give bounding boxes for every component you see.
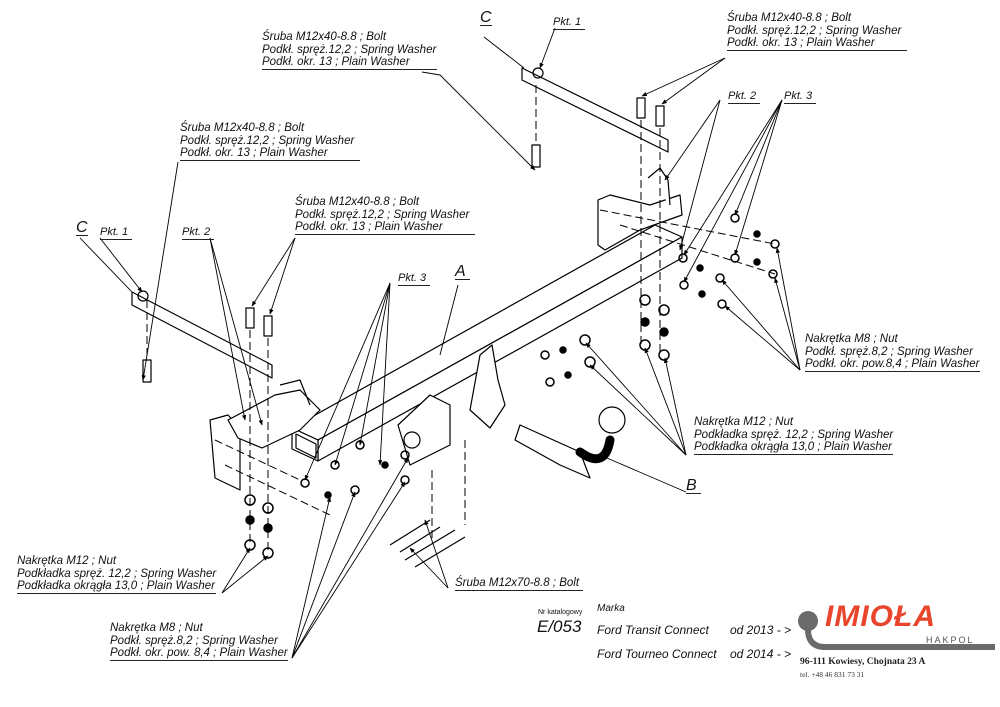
tow-hook-logo-icon [798, 611, 995, 650]
callout-line: Śruba M12x40-8.8 ; Bolt [180, 122, 305, 134]
callout-nut-m12-left: Nakrętka M12 ; Nut Podkładka spręż. 12,2… [17, 555, 217, 594]
callout-bolt-top-center: Śruba M12x40-8.8 ; Bolt Podkł. spręż.12,… [262, 31, 437, 70]
callout-line: Nakrętka M8 ; Nut [110, 622, 203, 634]
catalog-number-label: Nr katalogowy [538, 609, 583, 616]
make-label: Marka [597, 603, 625, 614]
callout-line: Podkł. spręż.8,2 ; Spring Washer [805, 345, 973, 358]
callout-bolt-m12x70: Śruba M12x70-8.8 ; Bolt [455, 577, 584, 591]
hook-mount-plate [469, 344, 506, 429]
callout-line: Podkł. spręż.12,2 ; Spring Washer [727, 24, 902, 37]
company-phone: tel. +48 46 831 73 31 [800, 670, 865, 679]
callout-nut-m12-right: Nakrętka M12 ; Nut Podkładka spręż. 12,2… [694, 416, 894, 455]
callout-nut-m8-left: Nakrętka M8 ; Nut Podkł. spręż.8,2 ; Spr… [110, 622, 288, 661]
leader-lines [79, 27, 801, 659]
catalog-number: E/053 [537, 617, 582, 636]
assembly-lines [146, 85, 776, 553]
callout-bolt-top-right: Śruba M12x40-8.8 ; Bolt Podkł. spręż.12,… [727, 12, 907, 51]
brand-name: IMIOŁA [825, 600, 936, 633]
vehicle-year-2: od 2014 - > [730, 647, 792, 661]
callout-line: Podkładka spręż. 12,2 ; Spring Washer [694, 428, 894, 441]
left-bracket [209, 379, 321, 491]
callout-bolt-mid: Śruba M12x40-8.8 ; Bolt Podkł. spręż.12,… [295, 196, 475, 235]
callout-line: Podkł. spręż.8,2 ; Spring Washer [110, 634, 278, 647]
point-label-pkt1-left: Pkt. 1 [100, 226, 133, 240]
callout-line: Śruba M12x40-8.8 ; Bolt [295, 196, 420, 208]
callout-line: Podkł. okr. 13 ; Plain Washer [180, 147, 360, 161]
vehicle-model-2: Ford Tourneo Connect [597, 647, 717, 661]
company-address: 96-111 Kowiesy, Chojnata 23 A [800, 657, 926, 667]
bolts [142, 97, 665, 568]
callout-line: Nakrętka M8 ; Nut [805, 333, 898, 345]
part-label-c-top: C [480, 9, 492, 26]
callout-line: Podkł. spręż.12,2 ; Spring Washer [180, 134, 355, 147]
callout-line: Podkł. okr. 13 ; Plain Washer [295, 221, 475, 235]
callout-line: Podkł. okr. 13 ; Plain Washer [262, 56, 437, 70]
tow-ball-b [514, 406, 626, 479]
callout-line: Podkładka spręż. 12,2 ; Spring Washer [17, 567, 217, 580]
washers-and-nuts [244, 213, 780, 559]
strap-c-right [521, 67, 669, 153]
brand-sub: HAKPOL [926, 635, 975, 645]
callout-line: Podkładka okrągła 13,0 ; Plain Washer [694, 441, 894, 455]
callout-line: Podkł. spręż.12,2 ; Spring Washer [295, 208, 470, 221]
vehicle-year-1: od 2013 - > [730, 623, 792, 637]
callout-line: Podkł. okr. pow.8,4 ; Plain Washer [805, 358, 980, 372]
point-label-pkt2-left: Pkt. 2 [182, 226, 215, 240]
callout-line: Nakrętka M12 ; Nut [17, 555, 117, 567]
point-label-pkt3-center: Pkt. 3 [398, 272, 431, 286]
right-bracket [597, 167, 683, 251]
callout-bolt-left: Śruba M12x40-8.8 ; Bolt Podkł. spręż.12,… [180, 122, 360, 161]
callout-line: Nakrętka M12 ; Nut [694, 416, 794, 428]
callout-nut-m8-right: Nakrętka M8 ; Nut Podkł. spręż.8,2 ; Spr… [805, 333, 980, 372]
crossbar-a [291, 224, 683, 462]
callout-line: Podkł. okr. pow. 8,4 ; Plain Washer [110, 647, 288, 661]
part-label-c-left: C [76, 219, 88, 236]
callout-line: Śruba M12x40-8.8 ; Bolt [262, 31, 387, 43]
point-label-pkt1-top: Pkt. 1 [553, 16, 586, 30]
part-label-b: B [686, 478, 701, 494]
point-label-pkt2-right: Pkt. 2 [728, 90, 761, 104]
part-label-a: A [455, 264, 470, 280]
callout-line: Śruba M12x40-8.8 ; Bolt [727, 12, 852, 24]
callout-line: Podkł. spręż.12,2 ; Spring Washer [262, 43, 437, 56]
callout-line: Podkładka okrągła 13,0 ; Plain Washer [17, 580, 217, 594]
vehicle-model-1: Ford Transit Connect [597, 623, 709, 637]
strap-c-left [131, 290, 273, 379]
point-label-pkt3-right: Pkt. 3 [784, 90, 817, 104]
callout-line: Podkł. okr. 13 ; Plain Washer [727, 37, 907, 51]
